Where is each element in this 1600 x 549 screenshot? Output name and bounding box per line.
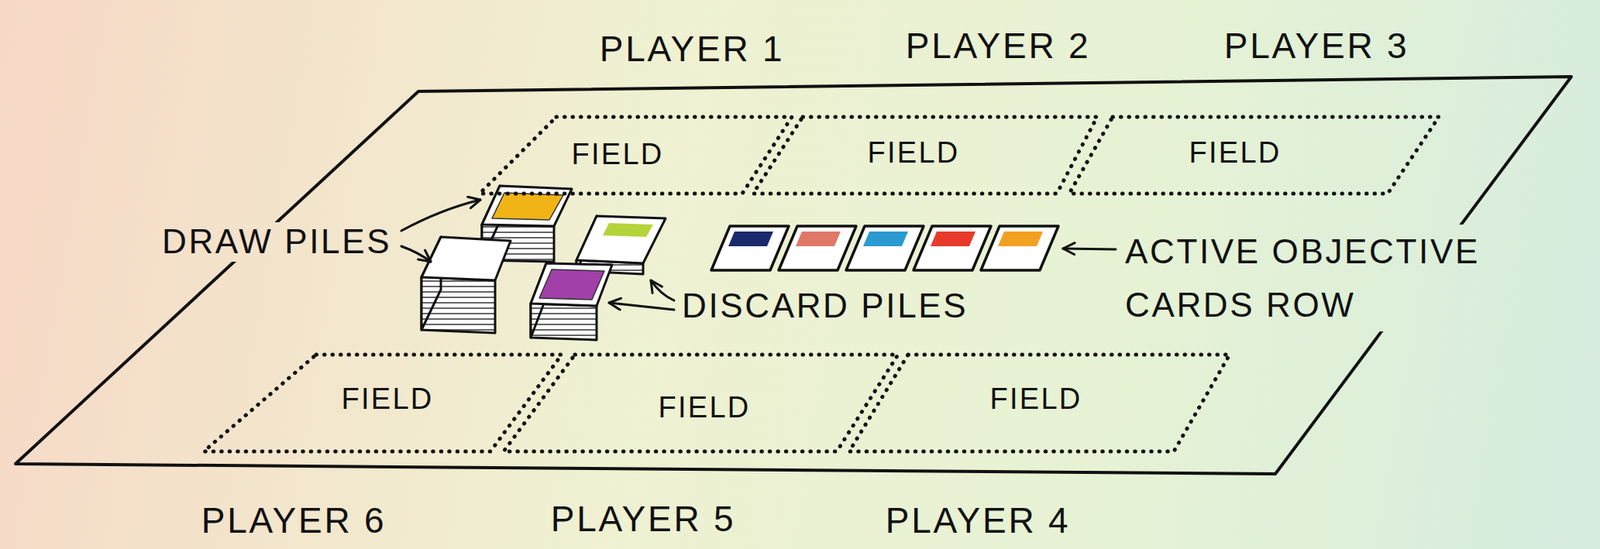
player-field: FIELD (1069, 116, 1439, 194)
player-label: PLAYER 4 (885, 500, 1071, 542)
callout-label: DRAW PILES (158, 222, 395, 262)
player-field: FIELD (753, 116, 1098, 194)
callout-label: DISCARD PILES (681, 286, 968, 327)
player-label: PLAYER 2 (905, 25, 1091, 67)
player-field: FIELD (849, 354, 1230, 452)
field-label: FIELD (989, 382, 1082, 417)
objective-cards (711, 226, 1059, 271)
player-label: PLAYER 5 (550, 498, 737, 541)
player-field: FIELD (479, 116, 792, 194)
field-label: FIELD (867, 136, 960, 171)
player-label: PLAYER 3 (1224, 25, 1410, 67)
draw-pile-white (421, 237, 511, 334)
discard-pile-purple (530, 263, 613, 341)
callout-label: ACTIVE OBJECTIVE CARDS ROW (1121, 224, 1501, 332)
table-outline (15, 76, 1572, 475)
player-field: FIELD (503, 354, 899, 452)
field-label: FIELD (571, 137, 664, 173)
player-field: FIELD (203, 354, 562, 452)
field-label: FIELD (340, 382, 434, 417)
field-label: FIELD (657, 391, 751, 426)
field-label: FIELD (1188, 136, 1281, 171)
player-label: PLAYER 1 (599, 28, 785, 70)
player-label: PLAYER 6 (201, 500, 387, 542)
